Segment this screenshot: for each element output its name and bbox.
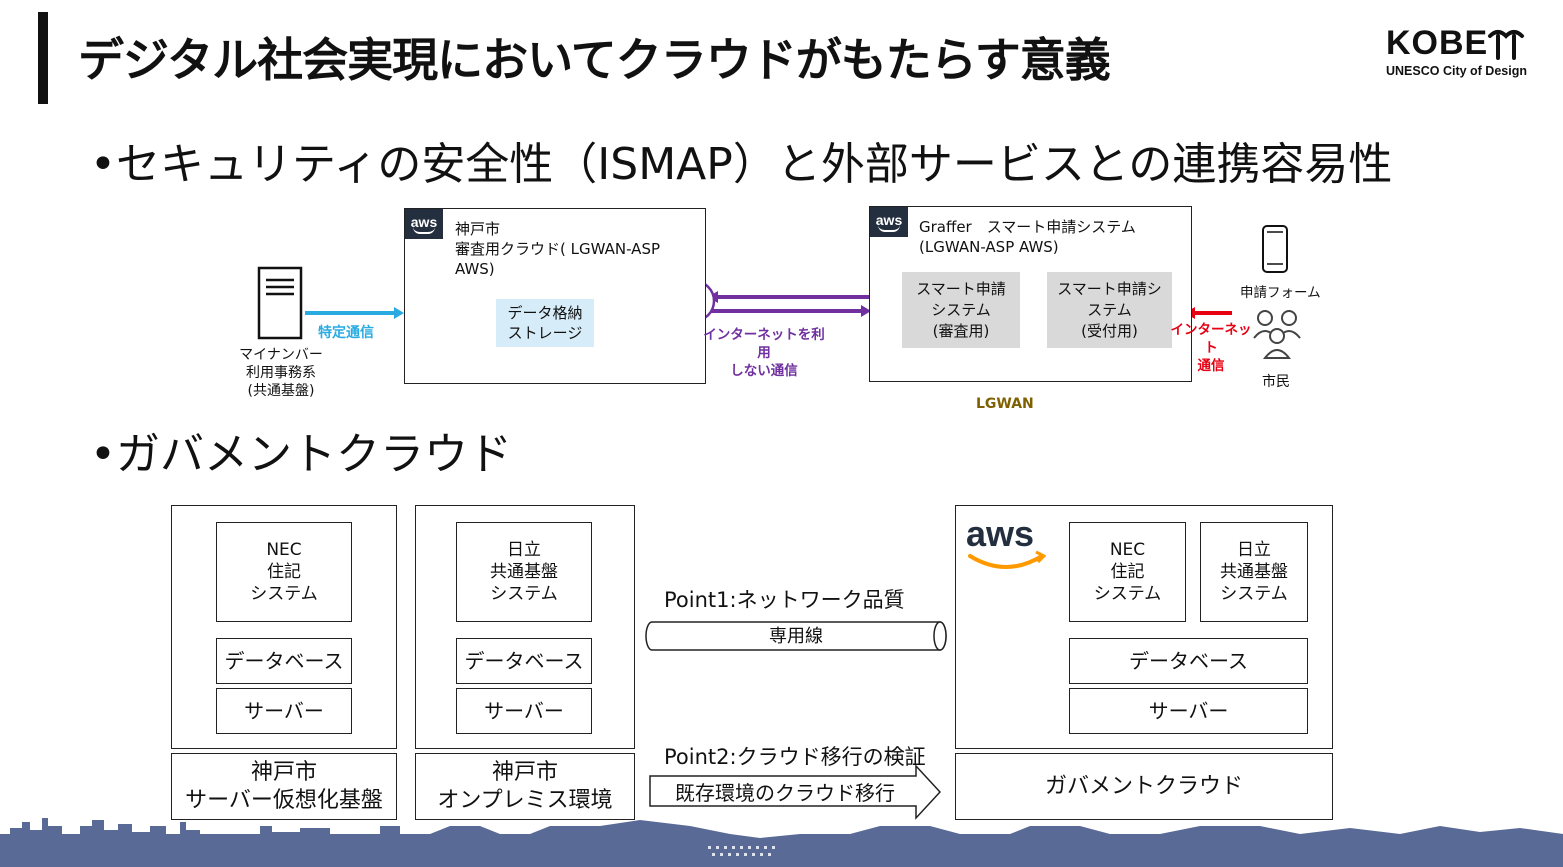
aws-logo: aws bbox=[966, 516, 1046, 576]
server-label-line-1: マイナンバー bbox=[239, 347, 323, 363]
graffer-title: Graffer スマート申請システム (LGWAN-ASP AWS) bbox=[919, 217, 1136, 257]
nec-cloud-line-1: NEC bbox=[1109, 540, 1146, 560]
review-line-2: システム bbox=[931, 300, 991, 319]
hitachi-cloud-line-2: 共通基盤 bbox=[1220, 562, 1288, 582]
kobe-virtual-line-1: 神戸市 bbox=[250, 759, 317, 785]
accept-line-2: ステム bbox=[1087, 300, 1132, 319]
no-internet-comm-label: インターネットを利用 しない通信 bbox=[698, 326, 830, 380]
migration-arrow-label: 既存環境のクラウド移行 bbox=[675, 780, 895, 805]
kobe-logo: KOBE UNESCO City of Design bbox=[1386, 24, 1536, 84]
hitachi-line-1: 日立 bbox=[507, 540, 541, 560]
kobe-onprem-line-1: 神戸市 bbox=[491, 759, 558, 785]
title-accent-bar bbox=[38, 12, 48, 104]
server-box-2: サーバー bbox=[456, 688, 592, 734]
lgwan-label: LGWAN bbox=[976, 396, 1034, 412]
aws-badge-icon-graffer: aws bbox=[870, 207, 908, 237]
dedicated-line-label: 専用線 bbox=[769, 626, 823, 647]
smart-apply-review-box: スマート申請 システム (審査用) bbox=[902, 272, 1020, 348]
internet-comm-label: インターネット 通信 bbox=[1170, 321, 1252, 375]
logo-text: KOBE bbox=[1386, 24, 1489, 62]
nec-line-3: システム bbox=[250, 584, 318, 604]
page-title: デジタル社会実現においてクラウドがもたらす意義 bbox=[78, 33, 1111, 87]
hitachi-cloud-line-1: 日立 bbox=[1237, 540, 1271, 560]
kobe-onprem-line-2: オンプレミス環境 bbox=[437, 787, 613, 813]
nec-system-box-cloud: NEC 住記 システム bbox=[1069, 522, 1186, 622]
bullet-dot: • bbox=[90, 139, 116, 190]
kobe-cloud-title-3: AWS) bbox=[455, 260, 495, 278]
review-line-1: スマート申請 bbox=[916, 279, 1006, 298]
kobe-virtual-label-box: 神戸市 サーバー仮想化基盤 bbox=[171, 753, 397, 820]
graffer-title-1: Graffer スマート申請システム bbox=[919, 218, 1136, 236]
server-label-line-3: (共通基盤) bbox=[247, 383, 315, 399]
hitachi-cloud-line-3: システム bbox=[1220, 584, 1288, 604]
graffer-title-2: (LGWAN-ASP AWS) bbox=[919, 238, 1059, 256]
review-line-3: (審査用) bbox=[932, 321, 990, 340]
nec-line-2: 住記 bbox=[267, 562, 301, 582]
logo-subtitle: UNESCO City of Design bbox=[1386, 64, 1527, 78]
database-box-1: データベース bbox=[216, 638, 352, 684]
kobe-cloud-title-2: 審査用クラウド( LGWAN-ASP bbox=[455, 240, 661, 258]
server-label-line-2: 利用事務系 bbox=[246, 365, 316, 381]
gov-cloud-label-box: ガバメントクラウド bbox=[955, 753, 1333, 820]
aws-smile-icon bbox=[968, 550, 1046, 569]
gov-cloud-aws-box: aws NEC 住記 システム 日立 共通基盤 システム データベース サーバー bbox=[955, 505, 1333, 749]
logo-mark-icon bbox=[1488, 30, 1524, 60]
internet-line-1: インターネット bbox=[1170, 322, 1252, 356]
smart-apply-accept-box: スマート申請シ ステム (受付用) bbox=[1047, 272, 1172, 348]
bullet-gov-cloud-text: ガバメントクラウド bbox=[115, 429, 512, 480]
hitachi-system-box-cloud: 日立 共通基盤 システム bbox=[1200, 522, 1308, 622]
point1-label: Point1:ネットワーク品質 bbox=[664, 588, 905, 612]
point2-label: Point2:クラウド移行の検証 bbox=[664, 745, 926, 769]
bullet-security-text: セキュリティの安全性（ISMAP）と外部サービスとの連携容易性 bbox=[115, 139, 1393, 190]
data-storage-box: データ格納 ストレージ bbox=[496, 299, 594, 347]
storage-line-1: データ格納 bbox=[507, 304, 583, 322]
kobe-cloud-title-1: 神戸市 bbox=[455, 220, 501, 238]
aws-logo-text: aws bbox=[966, 513, 1035, 554]
no-internet-line-2: しない通信 bbox=[730, 363, 798, 379]
bullet-gov-cloud: •ガバメントクラウド bbox=[90, 418, 512, 482]
hitachi-line-3: システム bbox=[490, 584, 558, 604]
kobe-cloud-title: 神戸市 審査用クラウド( LGWAN-ASP AWS) bbox=[455, 219, 660, 279]
kobe-onprem-label-box: 神戸市 オンプレミス環境 bbox=[415, 753, 635, 820]
kobe-onprem-env-box: 日立 共通基盤 システム データベース サーバー bbox=[415, 505, 635, 749]
accept-line-3: (受付用) bbox=[1081, 321, 1138, 340]
kobe-review-cloud-box: aws 神戸市 審査用クラウド( LGWAN-ASP AWS) データ格納 スト… bbox=[404, 208, 706, 384]
kobe-virtual-env-box: NEC 住記 システム データベース サーバー bbox=[171, 505, 397, 749]
nec-system-box: NEC 住記 システム bbox=[216, 522, 352, 622]
no-internet-line-1: インターネットを利用 bbox=[703, 327, 825, 361]
nec-line-1: NEC bbox=[266, 540, 302, 560]
kobe-virtual-line-2: サーバー仮想化基盤 bbox=[185, 787, 383, 813]
hitachi-line-2: 共通基盤 bbox=[490, 562, 558, 582]
bullet-dot-2: • bbox=[90, 429, 116, 480]
storage-line-2: ストレージ bbox=[507, 324, 583, 342]
accept-line-1: スマート申請シ bbox=[1057, 279, 1162, 298]
internet-line-2: 通信 bbox=[1197, 358, 1225, 374]
database-box-cloud: データベース bbox=[1069, 638, 1308, 684]
specific-comm-label: 特定通信 bbox=[318, 325, 374, 341]
application-form-label: 申請フォーム bbox=[1240, 285, 1321, 301]
server-box-cloud: サーバー bbox=[1069, 688, 1308, 734]
bullet-security: •セキュリティの安全性（ISMAP）と外部サービスとの連携容易性 bbox=[90, 128, 1392, 192]
nec-cloud-line-3: システム bbox=[1093, 584, 1162, 604]
hitachi-system-box: 日立 共通基盤 システム bbox=[456, 522, 592, 622]
mynumber-server-label: マイナンバー 利用事務系 (共通基盤) bbox=[226, 346, 336, 400]
nec-cloud-line-2: 住記 bbox=[1110, 562, 1145, 582]
database-box-2: データベース bbox=[456, 638, 592, 684]
graffer-system-box: aws Graffer スマート申請システム (LGWAN-ASP AWS) ス… bbox=[869, 206, 1192, 382]
server-box-1: サーバー bbox=[216, 688, 352, 734]
aws-badge-icon: aws bbox=[405, 209, 443, 239]
citizen-label: 市民 bbox=[1262, 374, 1290, 390]
